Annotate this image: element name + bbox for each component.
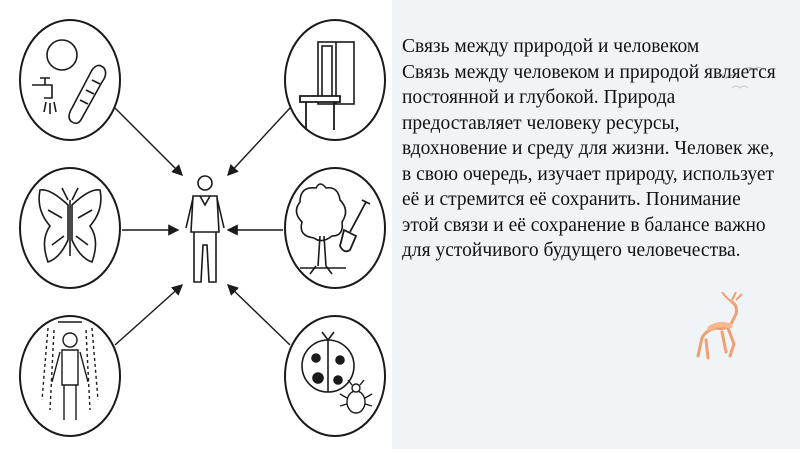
butterfly-icon [38, 187, 102, 264]
table-icon [299, 95, 341, 130]
sun-icon [46, 39, 78, 71]
deer-icon [696, 292, 743, 360]
nature-human-diagram [0, 0, 392, 449]
bug-icon [339, 379, 373, 414]
bread-icon [68, 64, 107, 125]
arrow-bottom-left [114, 284, 184, 346]
water-tap-icon [32, 77, 57, 114]
arrow-top-left [114, 107, 183, 176]
shovel-icon [339, 199, 371, 253]
tree-icon [295, 183, 347, 275]
person-icon [185, 175, 225, 283]
text-panel: Связь между природой и человеком Связь м… [392, 0, 800, 449]
circle-top-left [19, 19, 121, 141]
arrow-top-right [227, 107, 291, 177]
birds-icon [713, 66, 765, 89]
diagram-svg [19, 19, 386, 437]
shower-person-icon [41, 321, 99, 420]
slide-title: Связь между природой и человеком [402, 36, 700, 57]
slide-body: Связь между человеком и природой являетс… [402, 61, 776, 262]
window-icon [317, 41, 355, 105]
ladybug-icon [301, 331, 355, 393]
arrow-bottom-right [226, 284, 291, 346]
slide-text: Связь между природой и человеком Связь м… [402, 34, 782, 264]
